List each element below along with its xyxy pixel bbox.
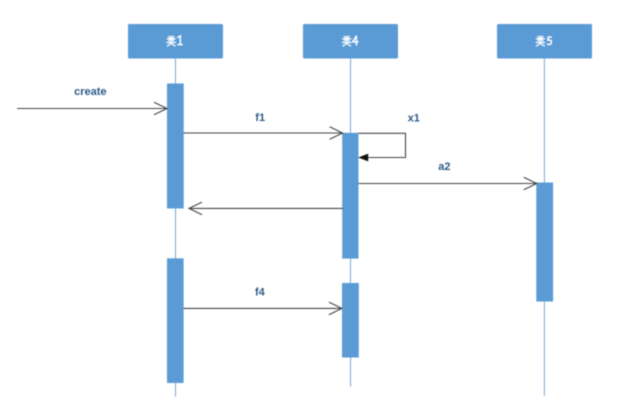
svg-text:f4: f4: [255, 287, 266, 299]
svg-text:create: create: [74, 86, 106, 98]
svg-text:f1: f1: [255, 112, 265, 124]
svg-text:a2: a2: [438, 161, 450, 173]
svg-text:x1: x1: [408, 113, 420, 125]
